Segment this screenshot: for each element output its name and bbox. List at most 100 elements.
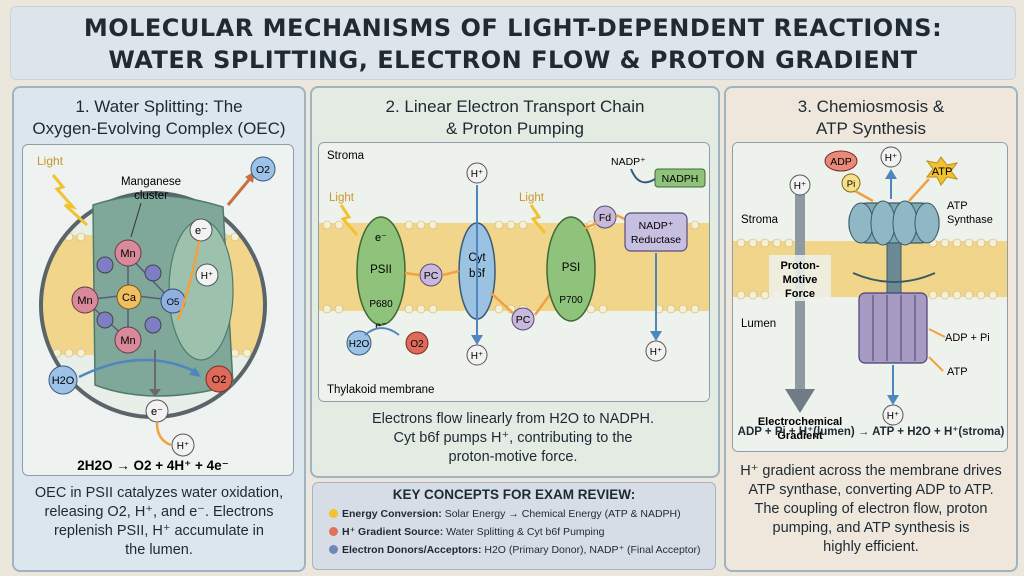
- cluster-label-1: Manganese: [121, 176, 181, 188]
- pc-carrier: [419, 263, 443, 287]
- h2o-label: H2O: [52, 375, 75, 387]
- pc-label-1: PC: [424, 270, 439, 282]
- synthase-label-1: ATP: [947, 200, 968, 212]
- mn-label: Mn: [77, 295, 92, 307]
- key-row-energy: Energy Conversion: Solar Energy → Chemic…: [329, 508, 681, 520]
- gradient-label-2: Gradient: [777, 430, 823, 442]
- light-bolt-icon: [529, 204, 547, 234]
- proton-out: [880, 146, 902, 168]
- adp-pi-label: ADP + Pi: [945, 332, 990, 344]
- panel1-caption-line: replenish PSII, H⁺ accumulate in: [54, 523, 264, 539]
- oec-equation: 2H2O → O2 + 4H⁺ + 4e⁻: [77, 458, 229, 473]
- panel2-title-line-2: & Proton Pumping: [446, 119, 584, 138]
- electron-icon: [329, 545, 338, 554]
- ca-atom: [116, 284, 142, 310]
- panel1-caption: OEC in PSII catalyzes water oxidation, r…: [18, 484, 300, 560]
- light-label: Light: [37, 154, 64, 168]
- panel2-caption-line: Electrons flow linearly from H2O to NADP…: [371, 411, 655, 427]
- mn-atom: [114, 239, 142, 267]
- panel2-title-line-1: 2. Linear Electron Transport Chain: [385, 97, 645, 116]
- panel-water-splitting: 1. Water Splitting: The Oxygen-Evolving …: [12, 86, 306, 572]
- p700-label: P700: [559, 295, 583, 306]
- panel-chemiosmosis: 3. Chemiosmosis & ATP Synthesis Stroma L…: [724, 86, 1018, 572]
- key-concepts-box: KEY CONCEPTS FOR EXAM REVIEW: Energy Con…: [312, 482, 716, 570]
- atp-synthase-complex: [848, 200, 940, 364]
- panel1-title-line-2: Oxygen-Evolving Complex (OEC): [32, 119, 286, 138]
- proton-top: [789, 174, 811, 196]
- nadp-plus-label: NADP⁺: [611, 156, 646, 168]
- key-row-text: Water Splitting & Cyt b6f Pumping: [446, 526, 605, 538]
- key-row-gradient: H⁺ Gradient Source: Water Splitting & Cy…: [329, 526, 605, 538]
- etc-diagram: Stroma Thylakoid membrane Light PSII P68…: [319, 143, 709, 401]
- proton-label-1: H⁺: [794, 181, 807, 192]
- stroma-label: Stroma: [741, 214, 779, 226]
- lumen-label: Lumen: [741, 318, 776, 330]
- pmf-label-3: Force: [785, 288, 815, 300]
- key-row-label: H⁺ Gradient Source:: [342, 526, 444, 538]
- panel1-caption-line: releasing O2, H⁺, and e⁻. Electrons: [44, 504, 274, 520]
- psii-complex: [356, 216, 406, 326]
- atp-equation: ADP + Pi + H⁺(lumen) → ATP + H2O + H⁺(st…: [737, 426, 1005, 438]
- panel3-caption-line: The coupling of electron flow, proton: [754, 501, 988, 517]
- nadp-reductase: [624, 212, 688, 252]
- atp-synthase-diagram-box: Stroma Lumen H⁺ Proton- Motive Force Ele…: [732, 142, 1008, 452]
- panel1-caption-line: the lumen.: [125, 542, 193, 558]
- page-title: MOLECULAR MECHANISMS OF LIGHT-DEPENDENT …: [10, 6, 1016, 80]
- psii-label: PSII: [370, 264, 392, 276]
- electron-badge: [189, 218, 213, 242]
- gradient-label-1: Electrochemical: [758, 416, 842, 428]
- o2-label: O2: [256, 164, 270, 176]
- oec-diagram: Mn Mn Mn Ca O5 Manganese cluster Light O…: [37, 154, 276, 473]
- pi-label: Pi: [847, 179, 855, 190]
- proton-label-2: H⁺: [471, 351, 484, 362]
- title-line-1: MOLECULAR MECHANISMS OF LIGHT-DEPENDENT …: [83, 14, 943, 42]
- adp-label: ADP: [830, 156, 852, 168]
- panel3-title-line-1: 3. Chemiosmosis &: [797, 97, 945, 116]
- light-label-1: Light: [329, 192, 355, 204]
- reductase-label-1: NADP⁺: [639, 220, 674, 232]
- proton-label-3: H⁺: [887, 411, 900, 422]
- h2o-molecule: [346, 330, 372, 356]
- atp-out-label: ATP: [947, 366, 968, 378]
- panel2-caption-line: Cyt b6f pumps H⁺, contributing to the: [393, 430, 633, 446]
- electron-label-1: e⁻: [375, 232, 387, 244]
- adp-molecule: [824, 150, 858, 172]
- light-label-2: Light: [519, 192, 545, 204]
- proton-lumen-2: [645, 340, 667, 362]
- panel1-title-line-1: 1. Water Splitting: The: [75, 97, 243, 116]
- membrane-label: Thylakoid membrane: [327, 384, 434, 396]
- proton-label-2: H⁺: [885, 153, 898, 164]
- atp-burst-icon: [925, 156, 959, 186]
- etc-diagram-box: Stroma Thylakoid membrane Light PSII P68…: [318, 142, 710, 402]
- fd-carrier: [593, 205, 617, 229]
- nadph-badge: [654, 168, 706, 188]
- psi-complex: [546, 216, 596, 322]
- panel3-caption-line: pumping, and ATP synthesis is: [772, 520, 970, 536]
- title-line-2: WATER SPLITTING, ELECTRON FLOW & PROTON …: [108, 46, 918, 74]
- pmf-label-1: Proton-: [780, 260, 819, 272]
- panel3-caption-line: ATP synthase, converting ADP to ATP.: [748, 482, 994, 498]
- proton-label-3: H⁺: [650, 347, 663, 358]
- panel3-caption-line: H⁺ gradient across the membrane drives: [740, 463, 1002, 479]
- electron-label-2: e⁻: [375, 320, 386, 332]
- pc-label-2: PC: [516, 314, 531, 326]
- proton-bottom-label: H⁺: [177, 441, 190, 452]
- sun-icon: [329, 509, 338, 518]
- proton-bottom: [882, 404, 904, 426]
- panel2-caption: Electrons flow linearly from H2O to NADP…: [318, 410, 708, 467]
- proton-label-1: H⁺: [471, 169, 484, 180]
- oec-diagram-box: Mn Mn Mn Ca O5 Manganese cluster Light O…: [22, 144, 294, 476]
- o2-product: [205, 365, 233, 393]
- synthase-label-2: Synthase: [947, 214, 993, 226]
- panel-electron-transport: 2. Linear Electron Transport Chain & Pro…: [310, 86, 720, 478]
- panel3-title-line-2: ATP Synthesis: [816, 119, 926, 138]
- panel1-caption-line: OEC in PSII catalyzes water oxidation,: [34, 485, 284, 501]
- proton-stroma: [466, 162, 488, 184]
- o2-product-label: O2: [212, 374, 227, 386]
- atp-synthase-diagram: Stroma Lumen H⁺ Proton- Motive Force Ele…: [733, 143, 1007, 451]
- pc-carrier-2: [511, 307, 535, 331]
- pmf-arrow: [785, 389, 815, 413]
- proton-lumen: [466, 344, 488, 366]
- nadph-label: NADPH: [662, 173, 699, 185]
- o2-molecule: [250, 156, 276, 182]
